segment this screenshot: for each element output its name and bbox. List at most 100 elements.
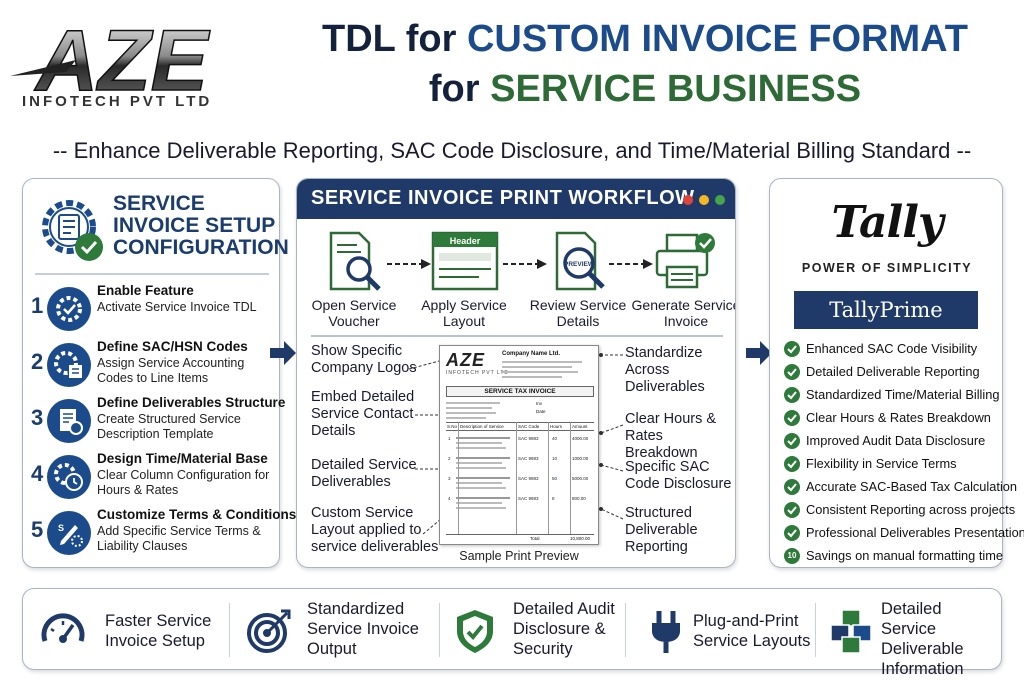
step-number: 5 [31, 517, 44, 542]
row-no: 3 [448, 476, 451, 481]
benefit-item: Detailed Audit Disclosure & Security [451, 597, 631, 663]
annotation-right-4: Structured Deliverable Reporting [625, 505, 698, 555]
total-value: 10,800.00 [570, 536, 591, 541]
col-header: SAC Code [518, 424, 540, 429]
row-hours: 40 [552, 436, 558, 441]
step-description: Assign Service Accounting Codes to Line … [97, 356, 245, 385]
workflow-step-label: Generate Service Invoice [631, 297, 736, 329]
window-dot-green [715, 195, 725, 205]
row-no: 4 [448, 496, 451, 501]
divider [35, 273, 269, 275]
shield-check-icon [457, 610, 493, 653]
feature-item: Clear Hours & Rates Breakdown [784, 408, 1002, 430]
annotation-left-4: Custom Service Layout applied to service… [311, 505, 439, 555]
check-icon [784, 387, 800, 403]
svg-text:S: S [58, 523, 64, 533]
divider [815, 603, 816, 657]
svg-text:Header: Header [450, 236, 481, 246]
brand-subtitle: INFOTECH PVT LTD [22, 93, 213, 110]
divider [439, 603, 440, 657]
setup-step-1: 1 Enable Feature Activate Service Invoic… [31, 283, 281, 339]
feature-item: Professional Deliverables Presentation [784, 523, 1024, 545]
check-icon [784, 410, 800, 426]
feature-text: Clear Hours & Rates Breakdown [806, 410, 991, 425]
setup-title: SERVICE INVOICE SETUP CONFIGURATION [113, 192, 289, 259]
placeholder-line [446, 417, 486, 419]
placeholder-line [502, 371, 578, 373]
benefit-text: Detailed Service Deliverable Information [881, 600, 964, 678]
benefit-item: Plug-and-Print Service Layouts [643, 597, 823, 663]
preview-company: Company Name Ltd. [502, 351, 561, 357]
table-row: 1 SAC 9983 40 4000.00 [446, 436, 594, 452]
annotation-left-1: Show Specific Company Logos [311, 343, 417, 376]
svg-text:AZE: AZE [34, 14, 211, 109]
arrow-right-icon [270, 341, 296, 365]
feature-text: Savings on manual formatting time [806, 548, 1004, 563]
placeholder-line [446, 407, 492, 409]
pen-icon: S [47, 511, 91, 555]
feature-text: Flexibility in Service Terms [806, 456, 957, 471]
step-title: Design Time/Material Base [97, 451, 268, 466]
placeholder-line [502, 366, 572, 368]
number-badge: 10 [784, 548, 800, 564]
document-search-icon [329, 231, 381, 291]
step-number: 1 [31, 293, 44, 318]
title-highlight-green: SERVICE BUSINESS [490, 68, 862, 110]
preview-total: Total 10,800.00 [446, 534, 594, 542]
tallyprime-badge: TallyPrime [794, 291, 978, 329]
dashed-arrow-icon [387, 259, 431, 269]
feature-item: Improved Audit Data Disclosure [784, 431, 1002, 453]
dashed-arrow-icon [503, 259, 547, 269]
benefit-text: Detailed Audit Disclosure & Security [513, 600, 615, 658]
placeholder-line [446, 412, 496, 414]
setup-step-2: 2 Define SAC/HSN Codes Assign Service Ac… [31, 339, 281, 395]
workflow-panel: SERVICE INVOICE PRINT WORKFLOW Header PR… [296, 178, 736, 568]
table-divider [516, 422, 517, 534]
title-prefix: TDL for [322, 18, 467, 60]
gear-check-icon [47, 287, 91, 331]
feature-item: Standardized Time/Material Billing [784, 385, 1002, 407]
tally-panel: Tally POWER OF SIMPLICITY TallyPrime Enh… [769, 178, 1024, 568]
col-header: Amount [572, 424, 588, 429]
preview-table-header: S.No Description of Service SAC Code Hou… [446, 422, 594, 431]
feature-text: Standardized Time/Material Billing [806, 387, 1000, 402]
step-number: 2 [31, 349, 44, 374]
feature-text: Accurate SAC-Based Tax Calculation [806, 479, 1018, 494]
row-no: 1 [448, 436, 451, 441]
setup-step-3: 3 Define Deliverables Structure Create S… [31, 395, 285, 451]
feature-item: Enhanced SAC Code Visibility [784, 339, 1002, 361]
preview-icon: PREVIEW [555, 231, 605, 291]
benefit-item: Faster Service Invoice Setup [39, 597, 229, 663]
step-title: Customize Terms & Conditions [97, 507, 297, 522]
workflow-title: SERVICE INVOICE PRINT WORKFLOW [311, 187, 695, 209]
row-hours: 8 [552, 496, 555, 501]
check-icon [784, 341, 800, 357]
feature-item: Consistent Reporting across projects [784, 500, 1015, 522]
step-description: Clear Column Configuration for Hours & R… [97, 468, 270, 497]
benefit-item: Detailed Service Deliverable Information [827, 597, 999, 678]
step-title: Define Deliverables Structure [97, 395, 286, 410]
step-number: 4 [31, 461, 44, 486]
step-number: 3 [31, 405, 44, 430]
workflow-step-label: Open Service Voucher [311, 297, 397, 329]
col-header: Hours [550, 424, 563, 429]
setup-step-4: 4 Design Time/Material Base Clear Column… [31, 451, 281, 507]
row-no: 2 [448, 456, 451, 461]
preview-doc-title: SERVICE TAX INVOICE [446, 386, 594, 397]
divider [311, 335, 723, 337]
step-description: Add Specific Service Terms & Liability C… [97, 524, 261, 553]
benefit-text: Standardized Service Invoice Output [307, 600, 419, 658]
document-icon [47, 399, 91, 443]
feature-item: 10 Savings on manual formatting time [784, 546, 1004, 568]
preview-logo: AZE [446, 350, 485, 370]
divider [229, 603, 230, 657]
total-label: Total [530, 536, 540, 541]
feature-text: Consistent Reporting across projects [806, 502, 1016, 517]
check-icon [784, 364, 800, 380]
row-hours: 50 [552, 476, 558, 481]
step-title: Define SAC/HSN Codes [97, 339, 248, 354]
step-description: Create Structured Service Description Te… [97, 412, 241, 441]
placeholder-line [502, 376, 562, 378]
tally-tagline: POWER OF SIMPLICITY [801, 261, 973, 275]
row-sac: SAC 9983 [518, 476, 539, 481]
